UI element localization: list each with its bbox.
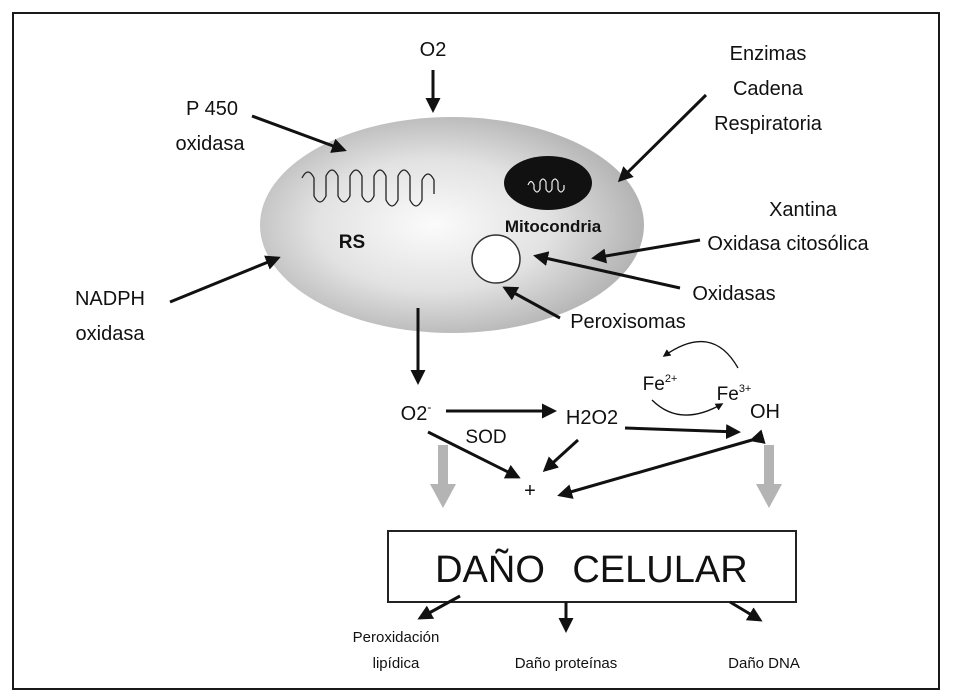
- nadph-oxidasa-label: oxidasa: [76, 323, 146, 345]
- celular-label: CELULAR: [572, 549, 747, 591]
- mitocondria-label: Mitocondria: [505, 217, 602, 236]
- mitochondria-shape: [504, 156, 592, 210]
- dano-proteinas-label: Daño proteínas: [515, 655, 618, 672]
- dano-label: DAÑO: [435, 548, 545, 591]
- p450-label: P 450: [186, 98, 238, 120]
- respiratoria-label: Respiratoria: [714, 113, 823, 135]
- nadph-arrow: [170, 258, 278, 302]
- fe2-label: Fe2+: [643, 373, 678, 395]
- h2o2-to-plus-arrow: [545, 440, 578, 470]
- right-gray-arrow: [756, 445, 782, 508]
- peroxisome-shape: [472, 235, 520, 283]
- peroxisomas-label: Peroxisomas: [570, 311, 686, 333]
- fe2-to-fe3-curve: [652, 400, 722, 415]
- h2o2-label: H2O2: [566, 407, 618, 429]
- dano-dna-label: Daño DNA: [728, 655, 800, 672]
- enzimas-label: Enzimas: [730, 43, 807, 65]
- p450-oxidasa-label: oxidasa: [176, 133, 246, 155]
- sod-label: SOD: [465, 427, 506, 448]
- cadena-label: Cadena: [733, 78, 804, 100]
- fe3-to-fe2-curve: [664, 342, 738, 368]
- plus-label: +: [524, 480, 536, 502]
- fe3-label: Fe3+: [717, 383, 752, 405]
- dna-arrow: [730, 602, 760, 620]
- lipidica-label: lipídica: [373, 655, 420, 672]
- oh-plus-double-arrow: [560, 440, 752, 495]
- enzimas-arrow: [620, 95, 706, 180]
- peroxidacion-label: Peroxidación: [353, 629, 440, 646]
- left-gray-arrow: [430, 445, 456, 508]
- nadph-label: NADPH: [75, 288, 145, 310]
- oh-label: OH: [750, 401, 780, 423]
- p450-arrow: [252, 116, 344, 150]
- o2-top-label: O2: [420, 39, 447, 61]
- xantina-label: Xantina: [769, 199, 838, 221]
- h2o2-to-oh-arrow: [625, 428, 738, 432]
- rs-label: RS: [339, 232, 365, 253]
- oxidasas-label: Oxidasas: [692, 283, 775, 305]
- superoxide-label: O2-: [401, 400, 432, 425]
- oxidasa-citosolica-label: Oxidasa citosólica: [707, 233, 869, 255]
